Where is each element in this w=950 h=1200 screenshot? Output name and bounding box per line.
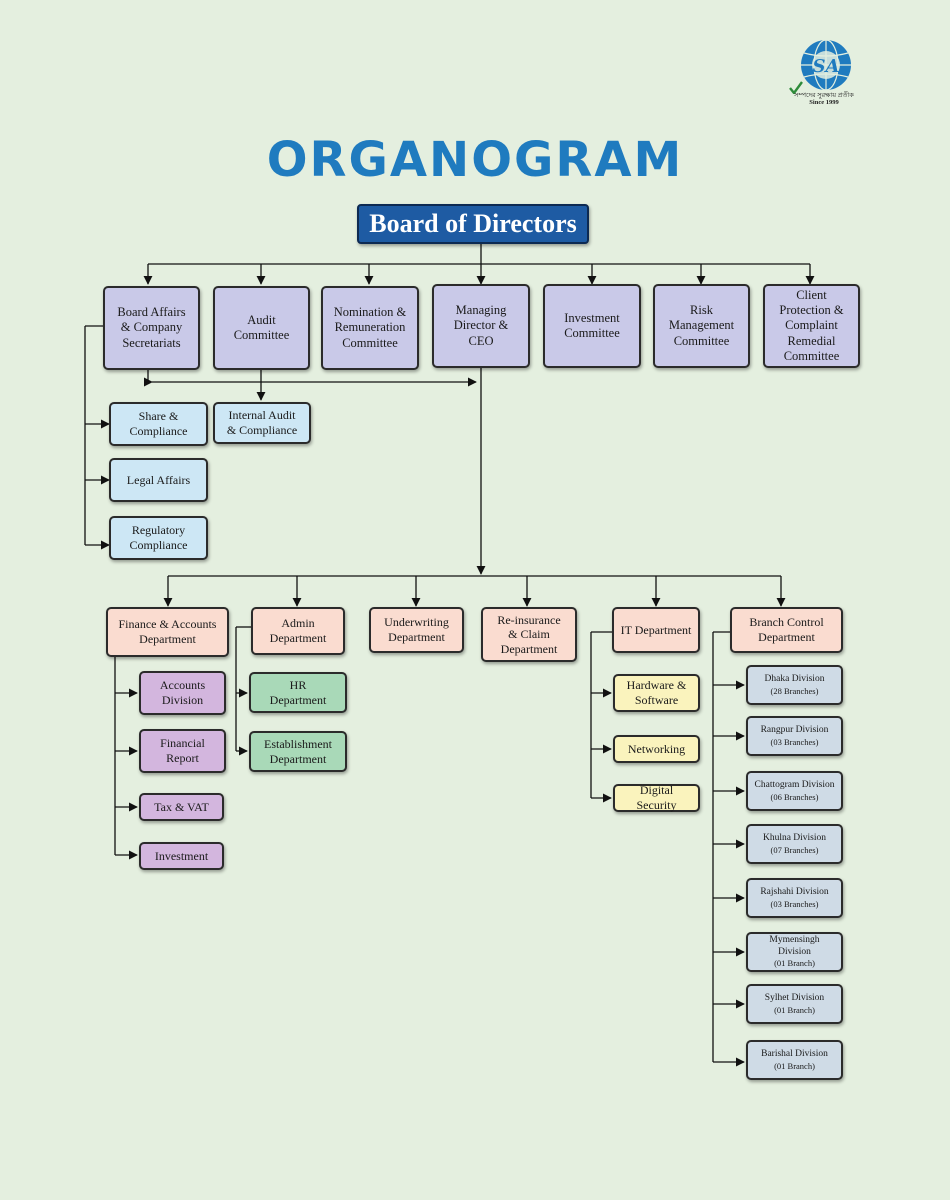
unit-tax-vat: Tax & VAT: [139, 793, 224, 821]
unit-financial-report: Financial Report: [139, 729, 226, 773]
unit-hr-department: HR Department: [249, 672, 347, 713]
managing-director-ceo: Managing Director & CEO: [432, 284, 530, 368]
logo-initials: SA: [813, 56, 840, 77]
division-mymensingh: Mymensingh Division(01 Branch): [746, 932, 843, 972]
committee-risk-management: Risk Management Committee: [653, 284, 750, 368]
division-chattogram: Chattogram Division(06 Branches): [746, 771, 843, 811]
division-name: Barishal Division: [761, 1049, 828, 1060]
division-name: Chattogram Division: [754, 780, 835, 791]
logo-tagline-text: সম্পদের সুরক্ষায় প্রতীক: [794, 92, 854, 99]
unit-establishment-department: Establishment Department: [249, 731, 347, 772]
division-khulna: Khulna Division(07 Branches): [746, 824, 843, 864]
division-branches: (03 Branches): [770, 736, 819, 747]
division-barishal: Barishal Division(01 Branch): [746, 1040, 843, 1080]
dept-underwriting: Underwriting Department: [369, 607, 464, 653]
committee-client-protection: Client Protection & Complaint Remedial C…: [763, 284, 860, 368]
division-name: Mymensingh Division: [769, 935, 820, 957]
unit-accounts-division: Accounts Division: [139, 671, 226, 715]
division-name: Rangpur Division: [760, 725, 829, 736]
committee-audit: Audit Committee: [213, 286, 310, 370]
globe-icon: SA: [789, 39, 851, 95]
division-rajshahi: Rajshahi Division(03 Branches): [746, 878, 843, 918]
division-branches: (07 Branches): [770, 844, 819, 855]
dept-branch-control: Branch Control Department: [730, 607, 843, 653]
unit-digital-security: Digital Security: [613, 783, 700, 812]
logo-since: Since 1999: [809, 99, 839, 107]
company-logo: SA সম্পদের সুরক্ষায় প্রতীক Since 1999: [784, 38, 864, 114]
committee-investment: Investment Committee: [543, 284, 641, 368]
division-branches: (01 Branch): [774, 958, 815, 969]
division-branches: (03 Branches): [770, 898, 819, 909]
board-of-directors-box: Board of Directors: [357, 204, 589, 244]
dept-finance-accounts: Finance & Accounts Department: [106, 607, 229, 657]
division-rangpur: Rangpur Division(03 Branches): [746, 716, 843, 756]
division-branches: (06 Branches): [770, 791, 819, 802]
division-name: Khulna Division: [762, 833, 827, 844]
unit-hardware-software: Hardware & Software: [613, 674, 700, 712]
unit-internal-audit: Internal Audit & Compliance: [213, 402, 311, 444]
dept-reinsurance-claim: Re-insurance & Claim Department: [481, 607, 577, 662]
unit-regulatory-compliance: Regulatory Compliance: [109, 516, 208, 560]
division-dhaka: Dhaka Division(28 Branches): [746, 665, 843, 705]
unit-investment: Investment: [139, 842, 224, 870]
unit-networking: Networking: [613, 735, 700, 763]
division-branches: (01 Branch): [774, 1060, 815, 1071]
division-name: Dhaka Division: [764, 674, 825, 685]
checkmark-icon: [789, 81, 803, 95]
division-sylhet: Sylhet Division(01 Branch): [746, 984, 843, 1024]
division-name: Sylhet Division: [764, 993, 825, 1004]
division-branches: (28 Branches): [770, 685, 819, 696]
division-branches: (01 Branch): [774, 1004, 815, 1015]
unit-legal-affairs: Legal Affairs: [109, 458, 208, 502]
dept-it: IT Department: [612, 607, 700, 653]
committee-nomination-remuneration: Nomination & Remuneration Committee: [321, 286, 419, 370]
unit-share-compliance: Share & Compliance: [109, 402, 208, 446]
page-title: ORGANOGRAM: [266, 132, 684, 188]
logo-tagline: সম্পদের সুরক্ষায় প্রতীক Since 1999: [784, 92, 864, 106]
committee-board-affairs: Board Affairs & Company Secretariats: [103, 286, 200, 370]
dept-admin: Admin Department: [251, 607, 345, 655]
division-name: Rajshahi Division: [760, 887, 829, 898]
